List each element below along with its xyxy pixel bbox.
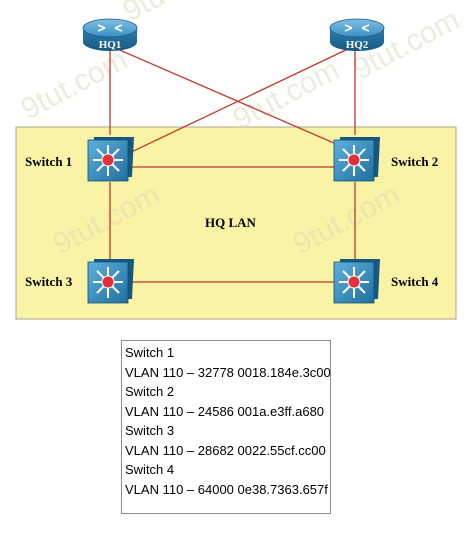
- router-arrows-icon: [97, 24, 123, 32]
- router-label-hq1: HQ1: [99, 39, 122, 51]
- switch-4-label: Switch 4: [391, 274, 439, 289]
- links-group: [109, 47, 356, 283]
- switch-core-icon: [101, 275, 115, 289]
- switch-core-icon: [347, 153, 361, 167]
- switch-2-label: Switch 2: [391, 154, 438, 169]
- watermark-text: 9tut.com: [16, 43, 133, 126]
- switch-2[interactable]: [333, 137, 380, 182]
- info-line: VLAN 110 – 64000 0e38.7363.657f: [125, 481, 328, 497]
- switch-1[interactable]: [87, 137, 134, 182]
- hq-lan-label: HQ LAN: [205, 215, 257, 230]
- info-line: VLAN 110 – 24586 001a.e3ff.a680: [125, 403, 325, 419]
- info-line: Switch 1: [125, 345, 175, 360]
- switch-4[interactable]: [333, 259, 380, 304]
- router-hq2[interactable]: HQ2: [329, 18, 385, 51]
- link-hq1-sw2: [114, 47, 351, 151]
- switch-core-icon: [101, 153, 115, 167]
- router-arrows-icon: [344, 24, 370, 32]
- router-hq1[interactable]: HQ1: [82, 18, 138, 51]
- link-hq2-sw1: [124, 47, 351, 156]
- info-line: Switch 2: [125, 384, 175, 399]
- watermark-text: 9tut.com: [228, 53, 345, 136]
- info-line: VLAN 110 – 28682 0022.55cf.cc00: [125, 442, 326, 458]
- router-label-hq2: HQ2: [346, 39, 369, 51]
- info-line: VLAN 110 – 32778 0018.184e.3c00: [125, 364, 331, 380]
- switch-core-icon: [347, 275, 361, 289]
- switch-priority-info-box: Switch 1 VLAN 110 – 32778 0018.184e.3c00…: [121, 340, 331, 514]
- network-topology-diagram: 9tut.com 9tut.com 9tut.com 9tut.com 9tut…: [15, 0, 465, 320]
- watermark-text: 9tut.com: [118, 0, 235, 28]
- switch-3-label: Switch 3: [25, 274, 73, 289]
- switch-1-label: Switch 1: [25, 154, 72, 169]
- switch-3[interactable]: [87, 259, 134, 304]
- info-line: Switch 4: [125, 462, 175, 477]
- info-line: Switch 3: [125, 423, 175, 438]
